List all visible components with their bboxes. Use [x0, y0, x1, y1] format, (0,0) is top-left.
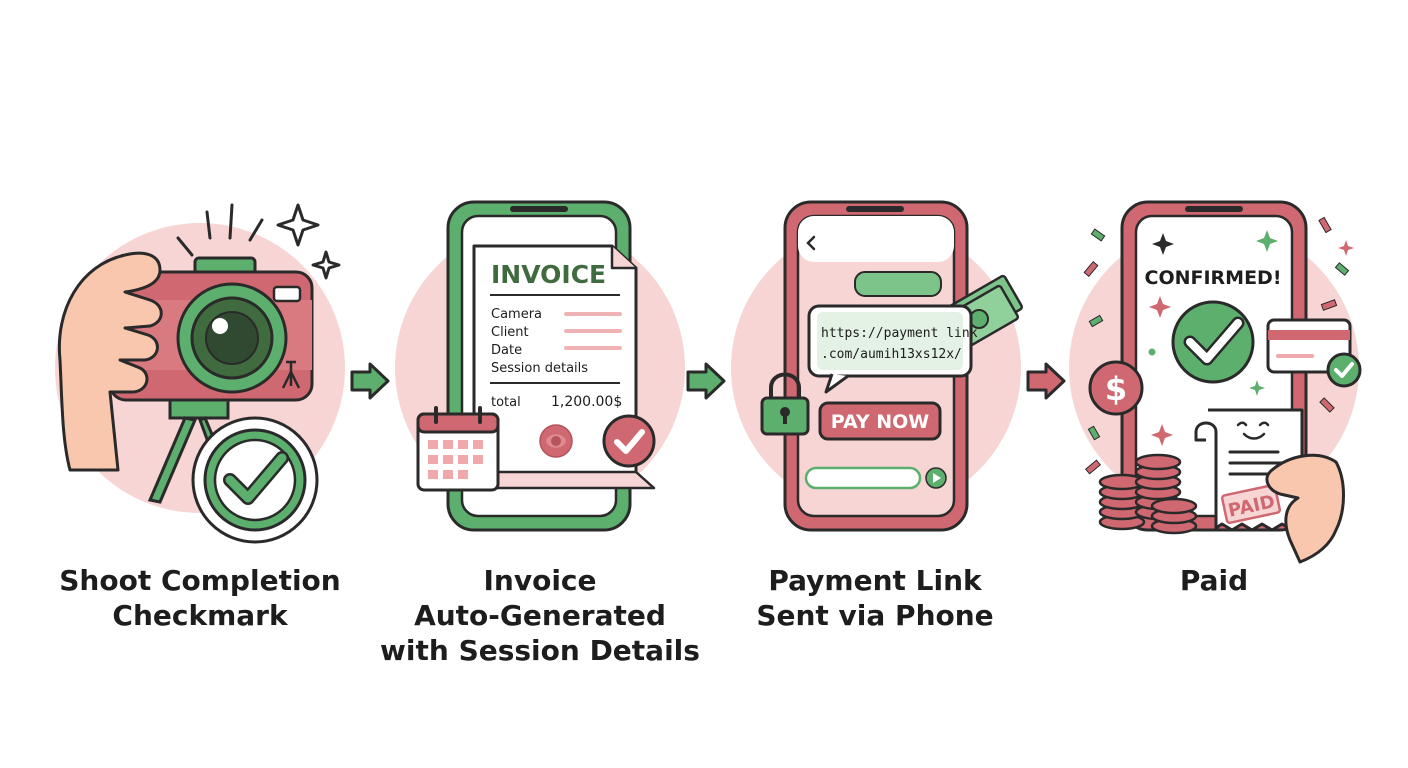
invoice-row-label: Date: [491, 343, 522, 358]
pay-now-button-shape[interactable]: [818, 401, 942, 441]
arrow-right-icon: [350, 362, 390, 400]
step-1-caption: Shoot Completion Checkmark: [50, 563, 350, 633]
message-input[interactable]: [804, 466, 922, 490]
dollar-sign: $: [1105, 370, 1127, 408]
confetti-icon: [1087, 228, 1350, 441]
payment-link-text[interactable]: https://payment link: [821, 326, 978, 341]
hand-icon: [57, 251, 163, 472]
caption-line: Paid: [1179, 564, 1249, 597]
rose-logo-icon: [539, 424, 573, 458]
sparkle-icon: [1152, 233, 1174, 255]
invoice-total-value: 1,200.00$: [551, 394, 622, 410]
caption-line: Shoot Completion: [59, 564, 341, 597]
step-3-payment-link-illustration: https://payment link .com/aumih13xѕ12x/ …: [731, 200, 1023, 532]
step-2-caption: Invoice Auto-Generated with Session Deta…: [380, 563, 700, 668]
check-badge-icon: [602, 414, 656, 468]
step-1-shoot-illustration: [55, 203, 345, 544]
caption-line: Checkmark: [112, 599, 288, 632]
back-chevron-icon: [806, 235, 816, 251]
arrow-right-icon: [686, 362, 726, 400]
credit-card-icon: [1266, 318, 1362, 388]
calendar-icon: [416, 406, 500, 492]
receipt-icon: PAID: [1194, 408, 1304, 532]
invoice-total-label: total: [491, 395, 521, 410]
incoming-message-bubble: [854, 271, 942, 297]
check-badge-icon: [191, 416, 319, 544]
invoice-placeholder-lines: [564, 312, 622, 350]
invoice-row-label: Camera: [491, 307, 542, 322]
caption-line: Invoice: [483, 564, 597, 597]
invoice-title: INVOICE: [491, 260, 606, 289]
camera-icon: [108, 256, 314, 402]
step-4-caption: Paid: [1114, 563, 1314, 598]
confetti-icon: [1083, 216, 1338, 475]
arrow-right-icon: [1026, 362, 1066, 400]
padlock-icon: [760, 372, 810, 436]
caption-line: Payment Link: [768, 564, 982, 597]
sparkle-icon: [1151, 424, 1173, 446]
hand-icon: [1265, 453, 1345, 564]
step-3-caption: Payment Link Sent via Phone: [725, 563, 1025, 633]
dollar-coin-icon: $: [1088, 360, 1144, 416]
invoice-row-label: Client: [491, 325, 529, 340]
confirmed-text: CONFIRMED!: [1145, 267, 1282, 289]
caption-line: Sent via Phone: [756, 599, 994, 632]
sparkle-icon: [311, 250, 341, 280]
sparkle-icon: [1149, 296, 1171, 318]
step-2-invoice-illustration: INVOICE Camera Client Date Session detai…: [395, 200, 685, 532]
sparkle-icon: [1249, 380, 1265, 396]
check-circle-icon: [1171, 300, 1255, 384]
flash-rays-icon: [176, 203, 264, 257]
sparkle-icon: [1256, 230, 1278, 252]
caption-line: with Session Details: [380, 634, 700, 667]
caption-line: Auto-Generated: [414, 599, 666, 632]
sparkle-icon: [276, 203, 320, 247]
step-4-paid-illustration: CONFIRMED! $: [1069, 200, 1362, 564]
pay-now-button[interactable]: PAY NOW: [831, 411, 929, 433]
invoice-row-label: Session details: [491, 361, 588, 376]
coin-stack-icon: [1098, 453, 1198, 535]
payment-link-text[interactable]: .com/aumih13xѕ12x/: [821, 347, 962, 362]
